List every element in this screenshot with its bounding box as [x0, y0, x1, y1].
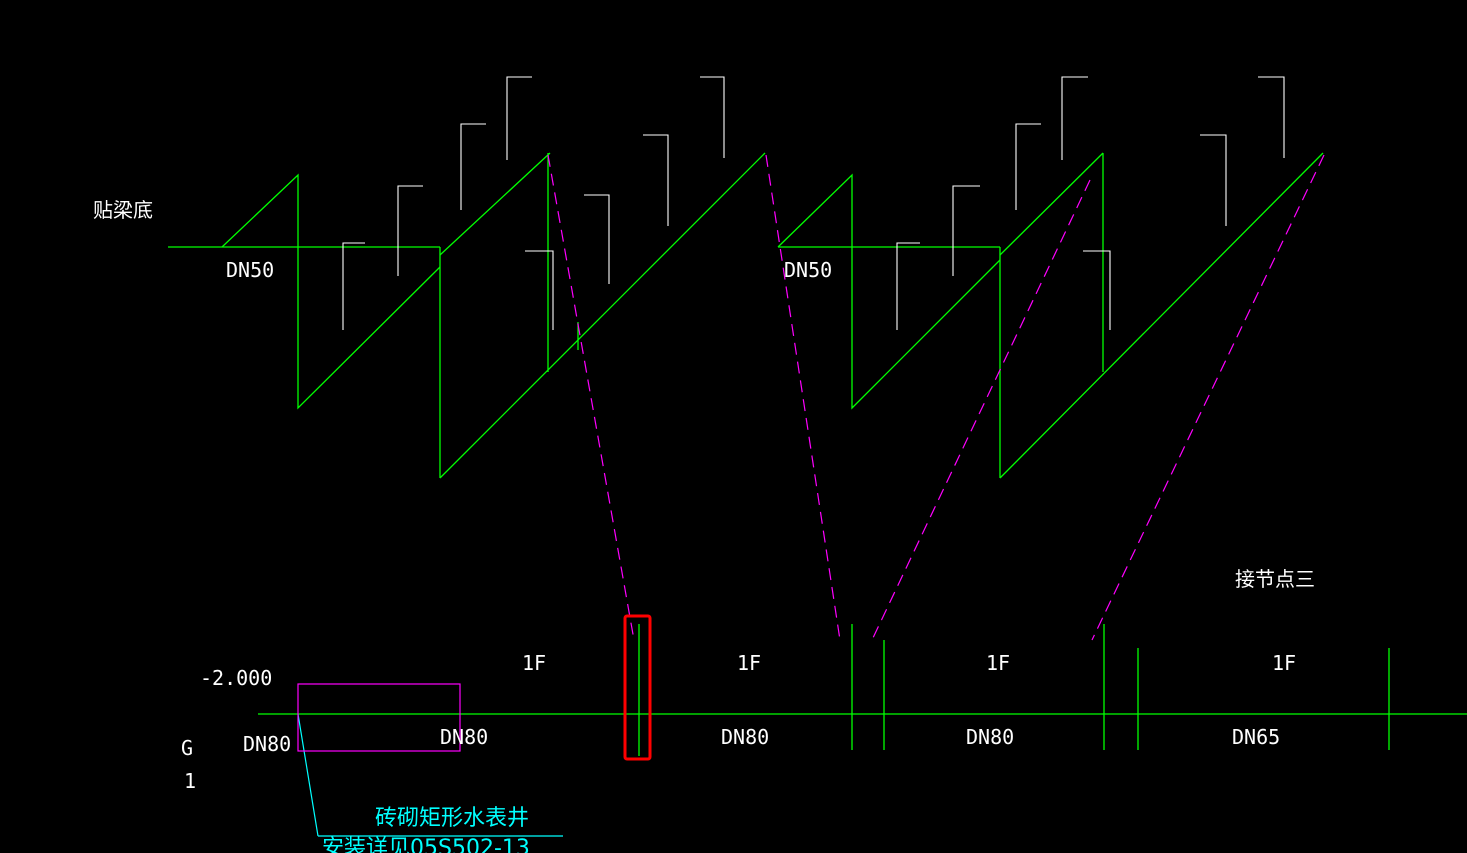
floor-label-1: 1F [522, 651, 546, 675]
riser-stubs [638, 624, 1390, 756]
pipe-size-dn80-2: DN80 [440, 725, 488, 749]
grid-label-top: G [181, 736, 193, 760]
floor-label-3: 1F [986, 651, 1010, 675]
meter-install-label: 安装详见05S502-13 [322, 836, 530, 853]
riser-system-left [168, 76, 766, 479]
main-pipe [258, 683, 1467, 837]
pipe-size-dn80-3: DN80 [721, 725, 769, 749]
meter-well-box [297, 683, 461, 752]
node-three-label: 接节点三 [1235, 567, 1315, 591]
grid-label-bottom: 1 [184, 769, 196, 793]
pipe-size-dn50-left: DN50 [226, 258, 274, 282]
meter-well-label: 砖砌矩形水表井 [375, 806, 529, 831]
pipe-size-dn50-right: DN50 [784, 258, 832, 282]
floor-label-2: 1F [737, 651, 761, 675]
selection-highlight[interactable] [623, 614, 652, 761]
beam-bottom-label: 贴梁底 [93, 198, 153, 222]
floor-label-4: 1F [1272, 651, 1296, 675]
pipe-size-dn65: DN65 [1232, 725, 1280, 749]
pipe-size-dn80-4: DN80 [966, 725, 1014, 749]
pipe-size-dn80-1: DN80 [243, 732, 291, 756]
level-label: -2.000 [200, 666, 272, 690]
dashed-links [547, 154, 1325, 641]
riser-system-right [777, 76, 1324, 479]
